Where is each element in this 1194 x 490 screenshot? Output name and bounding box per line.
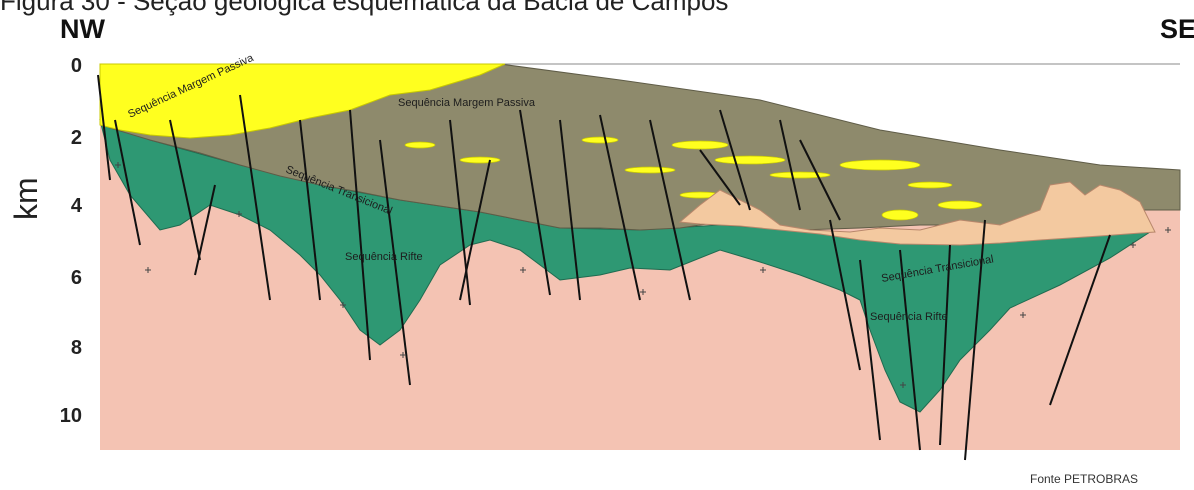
depth-tick-8: 8 [58,337,82,360]
source-credit: Fonte PETROBRAS [1030,472,1138,486]
label-rifte-left: Sequência Rifte [345,251,423,263]
label-rifte-right: Sequência Rifte [870,311,948,323]
direction-se: SE [1160,14,1194,45]
label-margem-passiva: Sequência Margem Passiva [398,97,536,109]
direction-nw: NW [60,14,105,45]
depth-tick-6: 6 [58,267,82,290]
depth-tick-4: 4 [58,195,82,218]
depth-tick-2: 2 [58,127,82,150]
depth-axis-unit: km [8,177,45,220]
depth-tick-10: 10 [58,405,82,428]
depth-tick-0: 0 [58,55,82,78]
